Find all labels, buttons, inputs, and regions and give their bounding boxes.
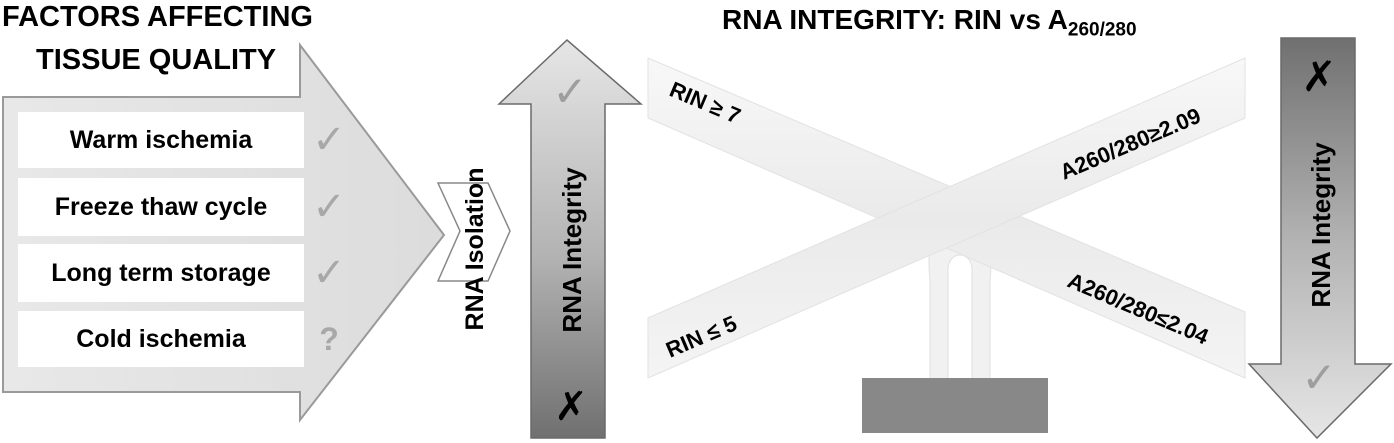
factor-label-freeze-thaw: Freeze thaw cycle [18, 178, 304, 236]
question-icon: ? [319, 320, 339, 357]
rna-isolation-label: RNA Isolation [461, 167, 489, 331]
right-panel-title: RNA INTEGRITY: RIN vs A260/280 [722, 6, 1137, 40]
check-icon: ✓ [552, 67, 588, 115]
isolation-chevron-icon [436, 182, 511, 282]
down-arrow-shape [1247, 37, 1393, 440]
beam-rin-low [647, 57, 1246, 379]
fulcrum-base [862, 378, 1048, 433]
check-icon: ✓ [312, 251, 346, 295]
check-icon: ✓ [1301, 353, 1337, 401]
cross-icon: ✗ [554, 385, 588, 429]
down-arrow-label: RNA Integrity [1306, 142, 1336, 308]
factor-label-warm-ischemia: Warm ischemia [18, 112, 304, 168]
check-icon: ✓ [312, 118, 346, 162]
factor-label-long-term-storage: Long term storage [18, 244, 304, 302]
check-icon: ✓ [312, 185, 346, 229]
up-arrow-label: RNA Integrity [557, 167, 587, 333]
factors-title-line2: TISSUE QUALITY [36, 44, 277, 76]
factor-label-cold-ischemia: Cold ischemia [18, 311, 304, 367]
seesaw-diagram: RIN ≥ 7 A260/280≤2.04 A260/280≥2.09 RIN … [647, 57, 1246, 433]
cross-icon: ✗ [1301, 52, 1337, 100]
right-panel-title-subscript: 260/280 [1067, 19, 1137, 41]
right-panel-title-text: RNA INTEGRITY: RIN vs A [722, 4, 1068, 35]
factors-title-line1: FACTORS AFFECTING [2, 1, 313, 33]
up-arrow-shape [497, 38, 644, 439]
